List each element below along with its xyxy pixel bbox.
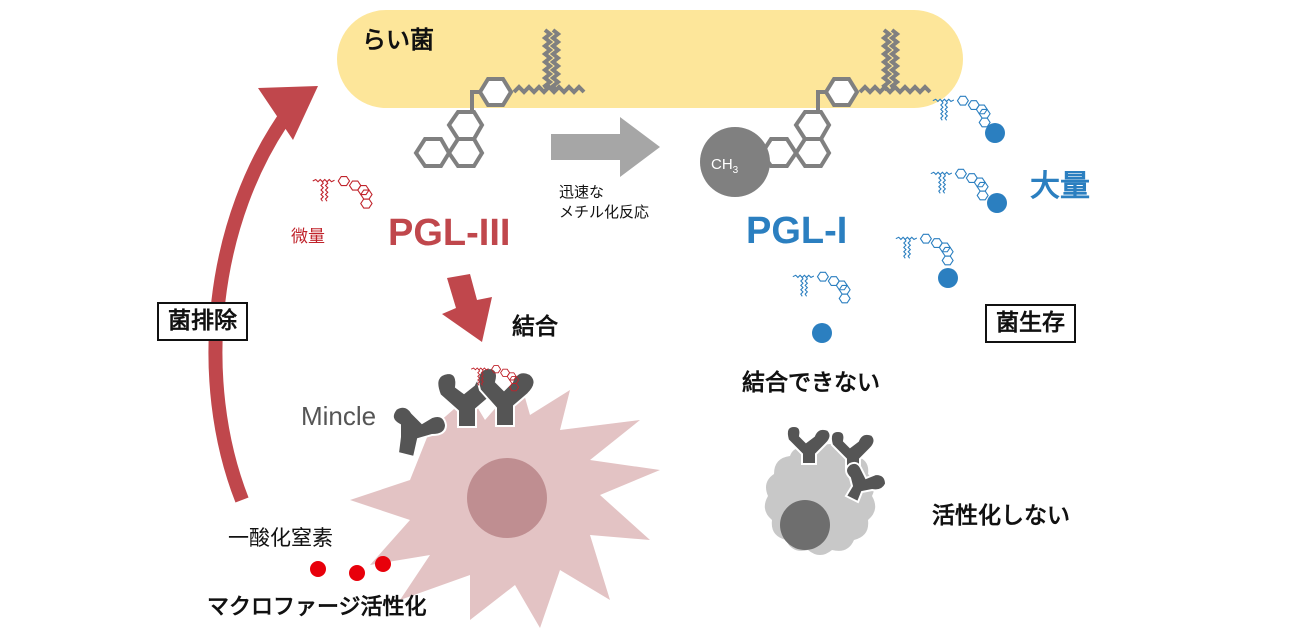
pgl3-amount-label: 微量 xyxy=(291,227,325,247)
methylation-label-line2: メチル化反応 xyxy=(559,202,650,221)
methyl-group-circle xyxy=(700,127,770,197)
bacterium-label: らい菌 xyxy=(362,26,434,54)
methyl-group-label: CH3 xyxy=(711,157,738,176)
methylation-arrow xyxy=(551,117,660,177)
nitric-oxide-dots xyxy=(310,556,391,581)
pgl3-label: PGL-III xyxy=(388,212,511,254)
macrophage-nucleus xyxy=(467,458,547,538)
no-activation-label: 活性化しない xyxy=(932,503,1070,529)
elimination-arrow-head xyxy=(258,86,318,140)
binding-label: 結合 xyxy=(512,314,558,340)
binding-arrow xyxy=(442,274,492,342)
methyl-subscript: 3 xyxy=(732,165,739,176)
pgl1-molecules xyxy=(792,95,1007,343)
pgl1-amount-label: 大量 xyxy=(1030,169,1090,204)
mincle-label: Mincle xyxy=(301,401,377,431)
activated-macrophage xyxy=(350,380,660,628)
pgl1-structure xyxy=(759,28,932,168)
macrophage-activation-label: マクロファージ活性化 xyxy=(207,595,427,620)
pgl3-molecule-free xyxy=(312,175,373,209)
bacterial-survival-box: 菌生存 xyxy=(985,304,1076,343)
methylation-label: 迅速な メチル化反応 xyxy=(559,183,649,222)
no-binding-label: 結合できない xyxy=(742,370,880,396)
nitric-oxide-label: 一酸化窒素 xyxy=(228,526,333,550)
mincle-receptors-active xyxy=(391,366,536,459)
methyl-base: CH xyxy=(711,156,733,173)
pgl3-structure xyxy=(413,28,586,168)
pgl1-label: PGL-I xyxy=(746,210,848,252)
inactive-nucleus xyxy=(780,500,830,550)
bacterial-elimination-box: 菌排除 xyxy=(157,302,248,341)
elimination-arrow-shaft xyxy=(208,105,296,503)
methylation-label-line1: 迅速な xyxy=(559,183,605,201)
mincle-receptors-inactive xyxy=(785,424,888,504)
